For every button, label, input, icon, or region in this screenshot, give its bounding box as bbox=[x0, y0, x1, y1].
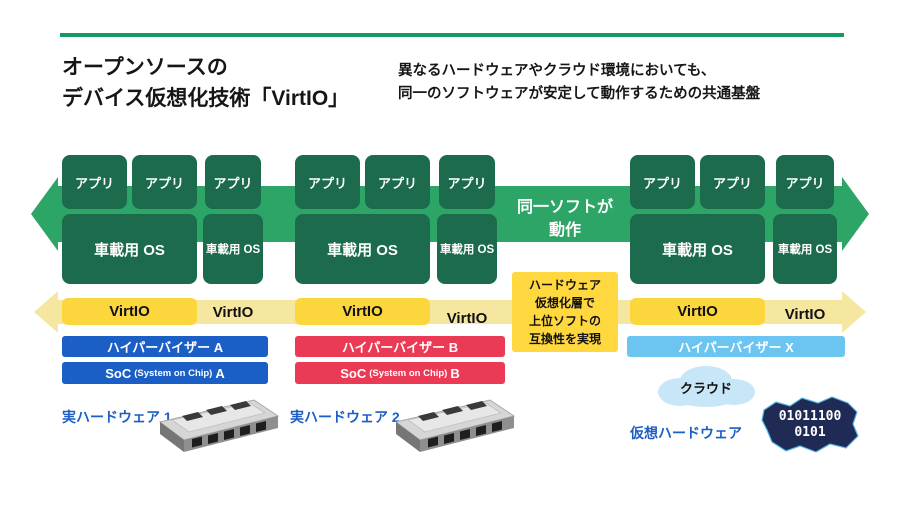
app-box: アプリ bbox=[439, 155, 495, 209]
hypervisor-b-box: ハイパーバイザー B bbox=[295, 336, 505, 357]
app-box: アプリ bbox=[776, 155, 834, 209]
cloud-label: クラウド bbox=[679, 381, 732, 396]
same-software-label: 同一ソフトが 動作 bbox=[516, 199, 613, 239]
soc-a-box: SoC (System on Chip) A bbox=[62, 362, 268, 384]
circuit-board-1-image bbox=[158, 399, 280, 452]
app-box: アプリ bbox=[700, 155, 765, 209]
os-box: 車載用 OS bbox=[203, 214, 263, 284]
soc-b-mid: (System on Chip) bbox=[369, 367, 448, 379]
hypervisor-a-box: ハイパーバイザー A bbox=[62, 336, 268, 357]
virtual-chip-shape bbox=[761, 396, 859, 453]
app-box: アプリ bbox=[62, 155, 127, 209]
virtio-label: VirtIO bbox=[212, 303, 254, 321]
virtio-box: VirtIO bbox=[630, 298, 765, 325]
page-title: オープンソースの デバイス仮想化技術「VirtIO」 bbox=[62, 52, 349, 114]
app-box: アプリ bbox=[132, 155, 197, 209]
top-accent-rule bbox=[60, 33, 844, 37]
hw-virtualization-note: ハードウェア 仮想化層で 上位ソフトの 互換性を実現 bbox=[512, 272, 618, 352]
virtio-box: VirtIO bbox=[295, 298, 430, 325]
os-box: 車載用 OS bbox=[630, 214, 765, 284]
subtitle-line2: 同一のソフトウェアが安定して動作するための共通基盤 bbox=[398, 86, 761, 102]
soc-a-prefix: SoC bbox=[105, 365, 132, 381]
virtual-hardware-label: 仮想ハードウェア bbox=[630, 425, 742, 441]
app-box: アプリ bbox=[205, 155, 261, 209]
app-box: アプリ bbox=[365, 155, 430, 209]
soc-b-prefix: SoC bbox=[340, 365, 367, 381]
virtio-label: VirtIO bbox=[784, 305, 826, 323]
soc-a-suffix: A bbox=[215, 365, 225, 381]
soc-b-suffix: B bbox=[450, 365, 460, 381]
real-hardware-2-label: 実ハードウェア 2 bbox=[290, 409, 400, 425]
os-box: 車載用 OS bbox=[437, 214, 497, 284]
os-box: 車載用 OS bbox=[62, 214, 197, 284]
os-box: 車載用 OS bbox=[295, 214, 430, 284]
binary-text: 01011100 0101 bbox=[778, 409, 842, 440]
virtio-box: VirtIO bbox=[62, 298, 197, 325]
virtio-label: VirtIO bbox=[446, 309, 488, 327]
cloud-shape bbox=[658, 366, 755, 407]
app-box: アプリ bbox=[295, 155, 360, 209]
page-title-line2: デバイス仮想化技術「VirtIO」 bbox=[62, 87, 350, 110]
soc-b-box: SoC (System on Chip) B bbox=[295, 362, 505, 384]
app-box: アプリ bbox=[630, 155, 695, 209]
page-title-line1: オープンソースの bbox=[62, 56, 228, 79]
hypervisor-x-box: ハイパーバイザー X bbox=[627, 336, 845, 357]
page-subtitle: 異なるハードウェアやクラウド環境においても、 同一のソフトウェアが安定して動作す… bbox=[398, 60, 760, 106]
soc-a-mid: (System on Chip) bbox=[134, 367, 213, 379]
subtitle-line1: 異なるハードウェアやクラウド環境においても、 bbox=[398, 63, 716, 79]
circuit-board-2-image bbox=[394, 399, 516, 452]
real-hardware-1-label: 実ハードウェア 1 bbox=[62, 409, 172, 425]
os-box: 車載用 OS bbox=[773, 214, 837, 284]
